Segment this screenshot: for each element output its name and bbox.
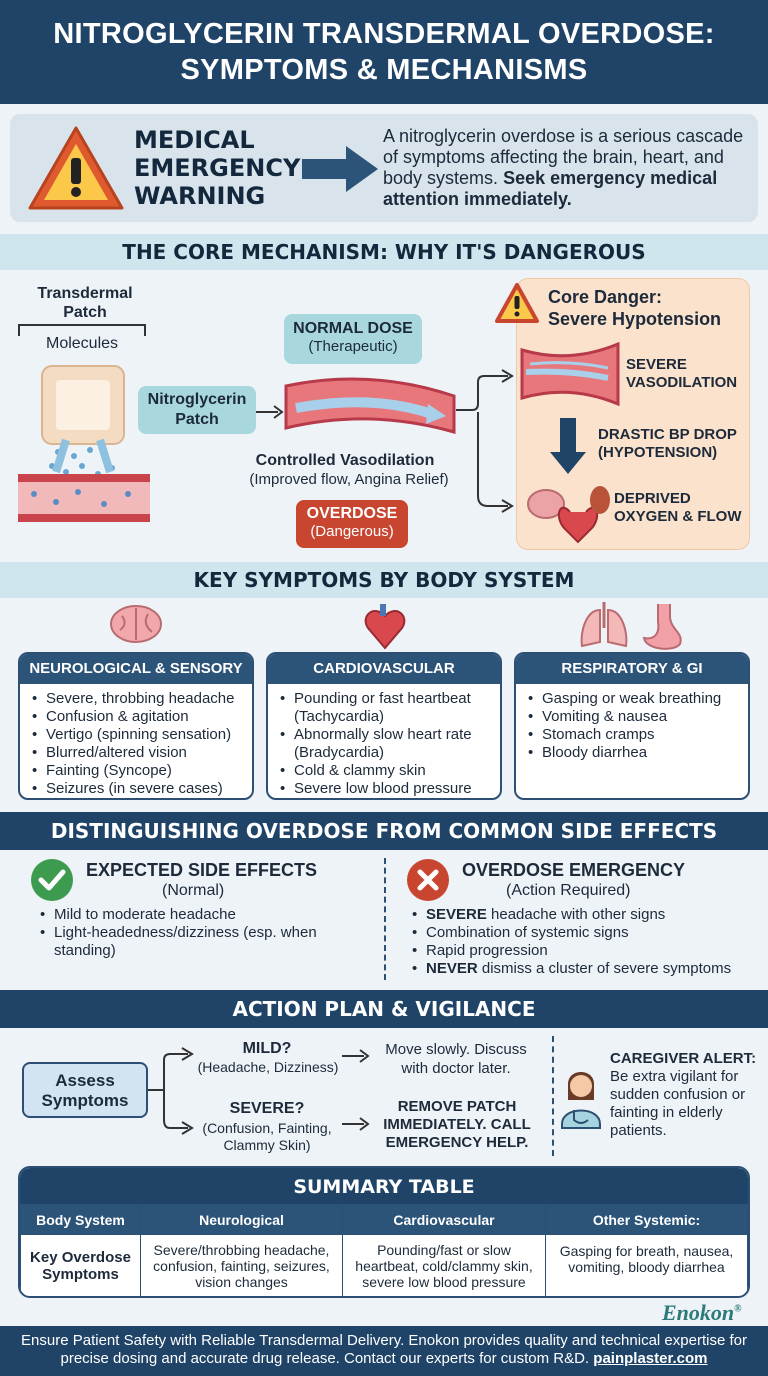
list-item: Light-headedness/dizziness (esp. when st… (38, 924, 368, 960)
brain-icon (110, 605, 162, 643)
symptom-card-cardiovascular: CARDIOVASCULAR Pounding or fast heartbea… (266, 652, 502, 800)
list-item: Mild to moderate headache (38, 906, 368, 924)
core-danger-title: Core Danger: Severe Hypotension (548, 287, 722, 329)
symptom-card-respiratory: RESPIRATORY & GI Gasping or weak breathi… (514, 652, 750, 800)
severe-subtitle: (Confusion, Fainting, Clammy Skin) (202, 1120, 332, 1153)
list-item: Gasping or weak breathing (526, 690, 738, 708)
overdose-list: SEVERE headache with other signsCombinat… (410, 906, 760, 978)
list-item: Seizures (in severe cases) (30, 780, 242, 798)
patch-skin-illustration (18, 365, 150, 522)
branch-arrows (456, 369, 514, 513)
list-item: Abnormally slow heart rate (Bradycardia) (278, 726, 490, 762)
list-item: Severe low blood pressure (278, 780, 490, 798)
dilated-vessel-icon (520, 342, 620, 406)
step-deprived-oxygen: DEPRIVED OXYGEN & FLOW (614, 490, 742, 525)
symptom-list: Severe, throbbing headacheConfusion & ag… (20, 684, 252, 798)
step-severe-vasodilation: SEVERE VASODILATION (626, 356, 738, 391)
overdose-emergency-subtitle: (Action Required) (506, 882, 631, 899)
list-item: Cold & clammy skin (278, 762, 490, 780)
section-title-distinguish: DISTINGUISHING OVERDOSE FROM COMMON SIDE… (0, 812, 768, 850)
list-item: Confusion & agitation (30, 708, 242, 726)
caregiver-text: Be extra vigilant for sudden confusion o… (610, 1068, 746, 1139)
divider (552, 1036, 554, 1156)
expected-subtitle: (Normal) (162, 882, 225, 899)
decision-arrows (148, 1047, 194, 1135)
severe-action: REMOVE PATCH IMMEDIATELY. CALL EMERGENCY… (383, 1098, 531, 1151)
assess-symptoms-box: Assess Symptoms (22, 1062, 148, 1118)
table-header-row: Body System Neurological Cardiovascular … (20, 1204, 748, 1235)
list-item: Combination of systemic signs (410, 924, 760, 942)
heart-icon (364, 604, 406, 650)
list-item: SEVERE headache with other signs (410, 906, 760, 924)
list-item: Pounding or fast heartbeat (Tachycardia) (278, 690, 490, 726)
molecules-label: Molecules (45, 335, 119, 352)
section-title-mechanism: THE CORE MECHANISM: WHY IT'S DANGEROUS (0, 234, 768, 270)
summary-table-panel: SUMMARY TABLE Body System Neurological C… (18, 1166, 750, 1298)
footer-link[interactable]: painplaster.com (593, 1350, 708, 1367)
list-item: Blurred/altered vision (30, 744, 242, 762)
stomach-icon (642, 604, 682, 650)
warning-heading: MEDICAL EMERGENCY WARNING (134, 126, 301, 210)
warning-triangle-icon (28, 126, 124, 210)
list-item: Rapid progression (410, 942, 760, 960)
divider (384, 858, 386, 980)
bracket (18, 324, 146, 336)
list-item: Bloody diarrhea (526, 744, 738, 762)
overdose-badge: OVERDOSE (Dangerous) (296, 500, 408, 548)
caregiver-icon (561, 1072, 601, 1129)
lungs-icon (580, 602, 628, 648)
patch-title: Transdermal Patch (37, 285, 133, 321)
section-title-action: ACTION PLAN & VIGILANCE (0, 990, 768, 1028)
patch-label: Nitroglycerin Patch (138, 386, 256, 434)
list-item: Severe, throbbing headache (30, 690, 242, 708)
mild-label: MILD? (242, 1040, 292, 1057)
normal-dose-badge: NORMAL DOSE (Therapeutic) (284, 314, 422, 364)
arrow-right-icon (302, 146, 378, 192)
caregiver-title: CAREGIVER ALERT: (610, 1050, 757, 1067)
list-item: Vomiting & nausea (526, 708, 738, 726)
brand-logo: Enokon® (662, 1300, 742, 1325)
expected-list: Mild to moderate headacheLight-headednes… (38, 906, 368, 960)
footer: Ensure Patient Safety with Reliable Tran… (0, 1326, 768, 1376)
list-item: Fainting (Syncope) (30, 762, 242, 780)
summary-table-title: SUMMARY TABLE (20, 1168, 748, 1204)
arrow-right-icon (342, 1049, 370, 1063)
mild-subtitle: (Headache, Dizziness) (197, 1059, 339, 1075)
close-x-icon (407, 859, 449, 901)
expected-title: EXPECTED SIDE EFFECTS (86, 860, 318, 880)
step-bp-drop: DRASTIC BP DROP (HYPOTENSION) (598, 426, 737, 461)
section-title-symptoms: KEY SYMPTOMS BY BODY SYSTEM (0, 562, 768, 598)
blood-vessel-illustration (284, 377, 456, 434)
warning-triangle-icon (495, 283, 539, 323)
overdose-emergency-title: OVERDOSE EMERGENCY (462, 860, 686, 880)
arrow-down-icon (550, 418, 586, 474)
arrow-right-icon (342, 1117, 370, 1131)
page-title: NITROGLYCERIN TRANSDERMAL OVERDOSE: SYMP… (0, 0, 768, 104)
warning-text: A nitroglycerin overdose is a serious ca… (383, 126, 744, 209)
list-item: Vertigo (spinning sensation) (30, 726, 242, 744)
controlled-subtitle: (Improved flow, Angina Relief) (249, 471, 449, 488)
arrow-right-icon (256, 405, 284, 419)
warning-panel: MEDICAL EMERGENCY WARNING A nitroglyceri… (10, 114, 758, 222)
severe-label: SEVERE? (229, 1100, 305, 1117)
summary-table: Body System Neurological Cardiovascular … (20, 1204, 748, 1296)
list-item: Stomach cramps (526, 726, 738, 744)
symptom-list: Pounding or fast heartbeat (Tachycardia)… (268, 684, 500, 798)
checkmark-icon (31, 859, 73, 901)
table-row: Key Overdose Symptoms Severe/throbbing h… (20, 1234, 748, 1296)
list-item: NEVER dismiss a cluster of severe sympto… (410, 960, 760, 978)
symptom-card-neurological: NEUROLOGICAL & SENSORY Severe, throbbing… (18, 652, 254, 800)
symptom-list: Gasping or weak breathingVomiting & naus… (516, 684, 748, 768)
mild-action: Move slowly. Discuss with doctor later. (385, 1041, 527, 1077)
controlled-title: Controlled Vasodilation (255, 452, 435, 469)
organs-icon (527, 486, 610, 544)
